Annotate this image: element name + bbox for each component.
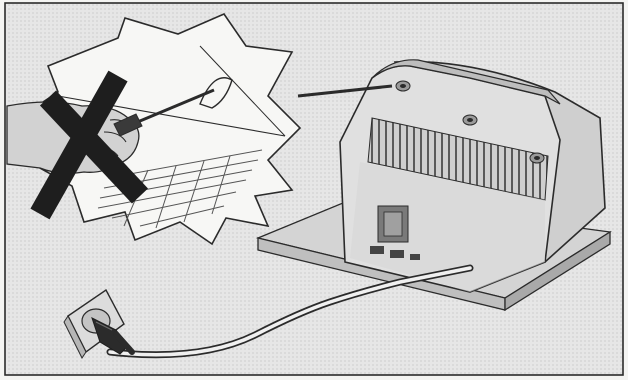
screw-boss [395,80,411,92]
screwdriver-icon [113,88,215,137]
screw-boss [529,152,545,164]
power-plug-icon [91,317,135,355]
crt-television [339,59,606,293]
callout-pointer [297,84,393,98]
screw-boss [462,114,478,126]
cross-mark-icon [30,70,149,220]
